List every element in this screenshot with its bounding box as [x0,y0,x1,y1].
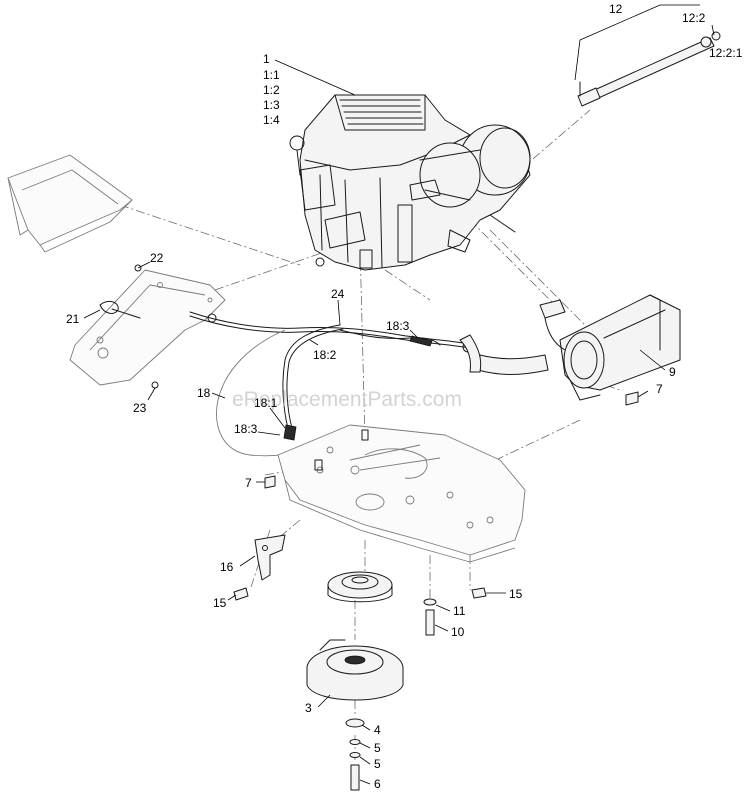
callout-16: 16 [220,560,234,574]
callout-4: 4 [374,723,381,737]
callout-3: 3 [305,701,312,715]
callout-1-2: 1:2 [263,83,280,97]
watermark-text: eReplacementParts.com [232,388,462,411]
callout-labels: 1 1:1 1:2 1:3 1:4 12 12:2 12:2:1 22 21 2… [66,2,743,791]
callout-1: 1 [263,52,270,66]
callout-15-right: 15 [509,587,523,601]
callout-18-3-bottom: 18:3 [234,422,258,436]
callout-12: 12 [609,2,623,16]
callout-12-2-1: 12:2:1 [709,46,743,60]
callout-10: 10 [451,625,465,639]
callout-1-3: 1:3 [263,98,280,112]
electric-clutch [306,639,404,791]
callout-1-4: 1:4 [263,113,280,127]
callout-23: 23 [133,401,147,415]
callout-7-right: 7 [656,382,663,396]
upper-left-bracket [7,154,133,253]
callout-18-3-top: 18:3 [386,319,410,333]
callout-5-lower: 5 [374,757,381,771]
driveshaft [577,31,721,107]
callout-22: 22 [150,251,164,265]
control-mount-plate [69,264,226,389]
muffler [459,294,681,401]
callout-18-1: 18:1 [254,396,278,410]
callout-15-left: 15 [213,596,227,610]
leader-lines [83,4,715,785]
engine-deck-plate [277,424,526,563]
pulley [327,571,393,603]
callout-1-1: 1:1 [263,68,280,82]
callout-12-2: 12:2 [682,11,706,25]
callout-5-upper: 5 [374,741,381,755]
callout-18-2: 18:2 [313,348,337,362]
engine-assembly [289,94,531,271]
callout-11: 11 [453,604,466,618]
callout-24: 24 [331,287,345,301]
callout-6: 6 [374,777,381,791]
callout-9: 9 [669,365,676,379]
callout-21: 21 [66,312,80,326]
callout-7-left: 7 [245,476,252,490]
pump-bracket [233,391,639,636]
callout-18: 18 [197,386,211,400]
